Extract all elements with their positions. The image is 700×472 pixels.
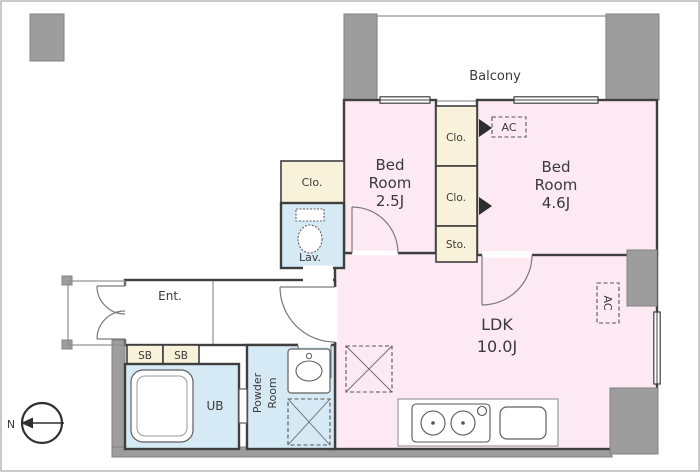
ldk-label: LDK <box>481 315 513 334</box>
ldk-size: 10.0J <box>477 337 517 356</box>
room-entrance <box>123 278 337 347</box>
shoe-box-2-label: SB <box>174 350 188 362</box>
ac-bedroom2 <box>491 116 527 138</box>
toilet-icon <box>295 208 325 254</box>
bedroom2-label-1: Bed <box>541 158 570 176</box>
storage-label: Sto. <box>446 239 466 251</box>
closet-center-bottom-label: Clo. <box>446 192 466 204</box>
wall-left-strip <box>111 339 126 448</box>
unit-bath-label: UB <box>206 399 223 413</box>
sink-icon <box>499 406 547 440</box>
ldk-door-swing <box>279 286 336 343</box>
closet-center-bottom <box>435 165 478 227</box>
pillar-top-left <box>29 13 65 62</box>
compass-icon <box>20 401 64 445</box>
closet-center-top <box>435 105 478 167</box>
bedroom1-door-swing <box>351 206 399 254</box>
washing-machine-icon <box>287 398 331 446</box>
stove-icon <box>411 403 491 443</box>
ac-bedroom2-label: AC <box>501 121 516 134</box>
bedroom2-label-2: Room <box>535 176 578 194</box>
washbasin-icon <box>287 348 331 394</box>
window-bedroom-2 <box>513 96 599 104</box>
pillar-bottom-right <box>609 387 659 455</box>
front-door-swing <box>96 285 126 340</box>
lavatory-label: Lav. <box>299 251 321 264</box>
bedroom1-size: 2.5J <box>376 192 404 210</box>
pillar-balcony-left <box>343 13 378 102</box>
shoe-box-1-label: SB <box>138 350 152 362</box>
powder-room-label-1: Powder <box>251 372 264 413</box>
balcony-label: Balcony <box>469 69 521 84</box>
compass-north-label: N <box>7 418 15 431</box>
bedroom2-size: 4.6J <box>542 194 570 212</box>
storage-room <box>435 225 478 263</box>
closet-hall-label: Clo. <box>302 176 323 189</box>
powder-room-label-2: Room <box>266 377 279 408</box>
closet-center-top-label: Clo. <box>446 132 466 144</box>
pillar-top-right <box>605 13 660 101</box>
balcony <box>376 15 607 102</box>
pillar-right-middle <box>626 249 658 307</box>
closet-door-marker-bottom <box>479 197 492 215</box>
window-bedroom-1 <box>379 96 431 104</box>
window-ldk-right <box>653 311 661 385</box>
ac-ldk <box>596 282 620 324</box>
closet-door-marker-top <box>479 119 492 137</box>
entrance-label: Ent. <box>158 289 182 303</box>
bedroom1-label-1: Bed <box>375 156 404 174</box>
ac-ldk-label: AC <box>601 295 614 310</box>
bedroom2-door-swing <box>481 254 533 306</box>
refrigerator-icon <box>345 345 393 393</box>
unit-bath-door <box>238 388 248 424</box>
bedroom1-label-2: Room <box>369 174 412 192</box>
bathtub-icon <box>130 369 194 443</box>
wall-openings <box>122 250 532 348</box>
